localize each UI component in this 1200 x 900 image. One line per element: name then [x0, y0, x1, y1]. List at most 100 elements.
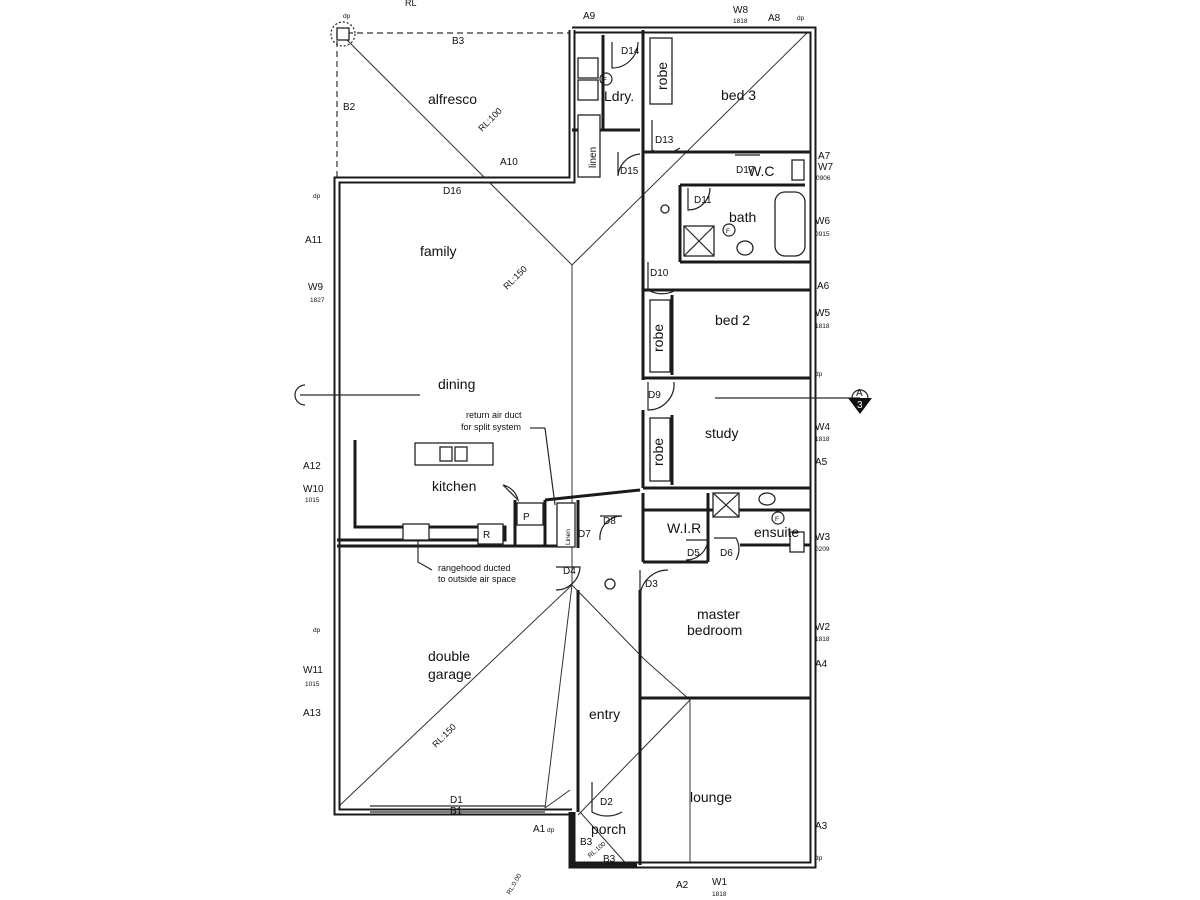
door-d4: D4	[563, 566, 576, 577]
top-cut-label: RL	[405, 0, 417, 8]
room-linen-laundry: linen	[588, 147, 599, 168]
window-w5-size: 1818	[815, 323, 830, 330]
room-porch: porch	[591, 821, 626, 837]
door-d6: D6	[720, 548, 733, 559]
room-garage-line2: garage	[428, 666, 472, 682]
window-w8-size: 1818	[733, 18, 748, 25]
window-w7-size: 0906	[816, 175, 831, 182]
room-study: study	[705, 425, 738, 441]
room-lounge: lounge	[690, 789, 732, 805]
window-w9: W9	[308, 282, 323, 293]
door-d3: D3	[645, 579, 658, 590]
window-w3: W3	[815, 532, 830, 543]
room-bath: bath	[729, 209, 756, 225]
section-number: 3	[857, 400, 863, 411]
art-a3: A3	[815, 821, 828, 832]
note-return-air-1: return air duct	[466, 410, 522, 420]
room-master-line1: master	[697, 606, 740, 622]
window-w10-size: 1015	[305, 497, 320, 504]
art-a12: A12	[303, 461, 321, 472]
art-a1: A1	[533, 824, 546, 835]
art-a2: A2	[676, 880, 689, 891]
window-w9-size: 1827	[310, 297, 325, 304]
art-a9: A9	[583, 11, 596, 22]
window-w6-size: 0915	[815, 231, 830, 238]
room-alfresco: alfresco	[428, 91, 477, 107]
door-d16: D16	[443, 186, 462, 197]
art-a6: A6	[817, 281, 830, 292]
section-marker: A 3	[294, 384, 872, 414]
room-wir: W.I.R	[667, 520, 701, 536]
level-ground: RL:0.00	[506, 872, 524, 896]
room-dining: dining	[438, 376, 475, 392]
door-d5: D5	[687, 548, 700, 559]
door-d2: D2	[600, 797, 613, 808]
level-family: RL:150	[501, 264, 529, 292]
window-w2: W2	[815, 622, 830, 633]
room-labels: alfresco Ldry. linen robe bed 3 W.C bath…	[420, 62, 799, 837]
door-d10: D10	[650, 268, 669, 279]
fan-laundry: F	[603, 77, 607, 84]
fixtures	[330, 21, 806, 590]
dp-bottom: dp	[547, 827, 555, 834]
door-swings	[370, 41, 760, 817]
room-family: family	[420, 243, 457, 259]
room-wc: W.C	[748, 163, 774, 179]
beam-b2: B2	[343, 102, 356, 113]
door-d17: D17	[736, 165, 755, 176]
roof-hip-lines	[336, 29, 811, 869]
dp-left-2: dp	[313, 627, 321, 634]
level-garage: RL:150	[430, 722, 458, 750]
window-w11: W11	[303, 665, 323, 676]
art-a8: A8	[768, 13, 781, 24]
note-return-air-2: for split system	[461, 422, 521, 432]
interior-walls	[337, 30, 810, 865]
beam-labels: B1 B2 B3 B3 B3	[343, 36, 616, 865]
beam-b3-porch-a: B3	[580, 837, 593, 848]
window-w2-size: 1818	[815, 636, 830, 643]
beam-b3-top: B3	[452, 36, 465, 47]
window-w1: W1	[712, 877, 727, 888]
art-a4: A4	[815, 659, 828, 670]
art-a7: A7	[818, 151, 831, 162]
fan-bath: F	[726, 228, 730, 235]
note-rangehood-1: rangehood ducted	[438, 563, 511, 573]
art-a5: A5	[815, 457, 828, 468]
window-labels: W1 1818 W2 1818 W3 0209 W4 1818 W5 1818 …	[303, 5, 833, 898]
door-d1: D1	[450, 795, 463, 806]
articulation-labels: A1 A2 A3 A4 A5 A6 A7 A8 A9 A10 A11 A12 A…	[303, 11, 831, 891]
room-bed2: bed 2	[715, 312, 750, 328]
room-entry: entry	[589, 706, 620, 722]
window-w6: W6	[815, 216, 830, 227]
room-robe-study: robe	[650, 438, 666, 466]
door-d7: D7	[578, 529, 591, 540]
window-w3-size: 0209	[815, 546, 830, 553]
art-a13: A13	[303, 708, 321, 719]
door-d11: D11	[694, 195, 712, 206]
downpipe-labels: dp dp dp dp dp dp dp	[313, 13, 823, 862]
door-d14: D14	[621, 46, 640, 57]
art-a11: A11	[305, 235, 322, 246]
door-d9: D9	[648, 390, 661, 401]
door-labels: D1 D2 D3 D4 D5 D6 D7 D8 D9 D10 D11 D13 D…	[443, 46, 755, 808]
room-kitchen: kitchen	[432, 478, 476, 494]
annotations: return air duct for split system rangeho…	[417, 410, 556, 584]
exhaust-fans: F F F	[599, 72, 785, 525]
level-alfresco: RL:100	[476, 106, 504, 134]
room-ensuite: ensuite	[754, 524, 799, 540]
dp-top-right: dp	[797, 15, 805, 22]
dp-right-2: dp	[815, 855, 823, 862]
room-robe-bed2: robe	[650, 324, 666, 352]
section-letter: A	[856, 388, 863, 399]
door-d13: D13	[655, 135, 674, 146]
dp-left-1: dp	[313, 193, 321, 200]
note-rangehood-2: to outside air space	[438, 574, 516, 584]
door-d15: D15	[620, 166, 639, 177]
window-w8: W8	[733, 5, 748, 16]
window-w5: W5	[815, 308, 830, 319]
dp-top-left: dp	[343, 13, 351, 20]
beam-b1: B1	[450, 806, 463, 817]
window-w7: W7	[818, 162, 833, 173]
dp-right-1: dp	[815, 371, 823, 378]
